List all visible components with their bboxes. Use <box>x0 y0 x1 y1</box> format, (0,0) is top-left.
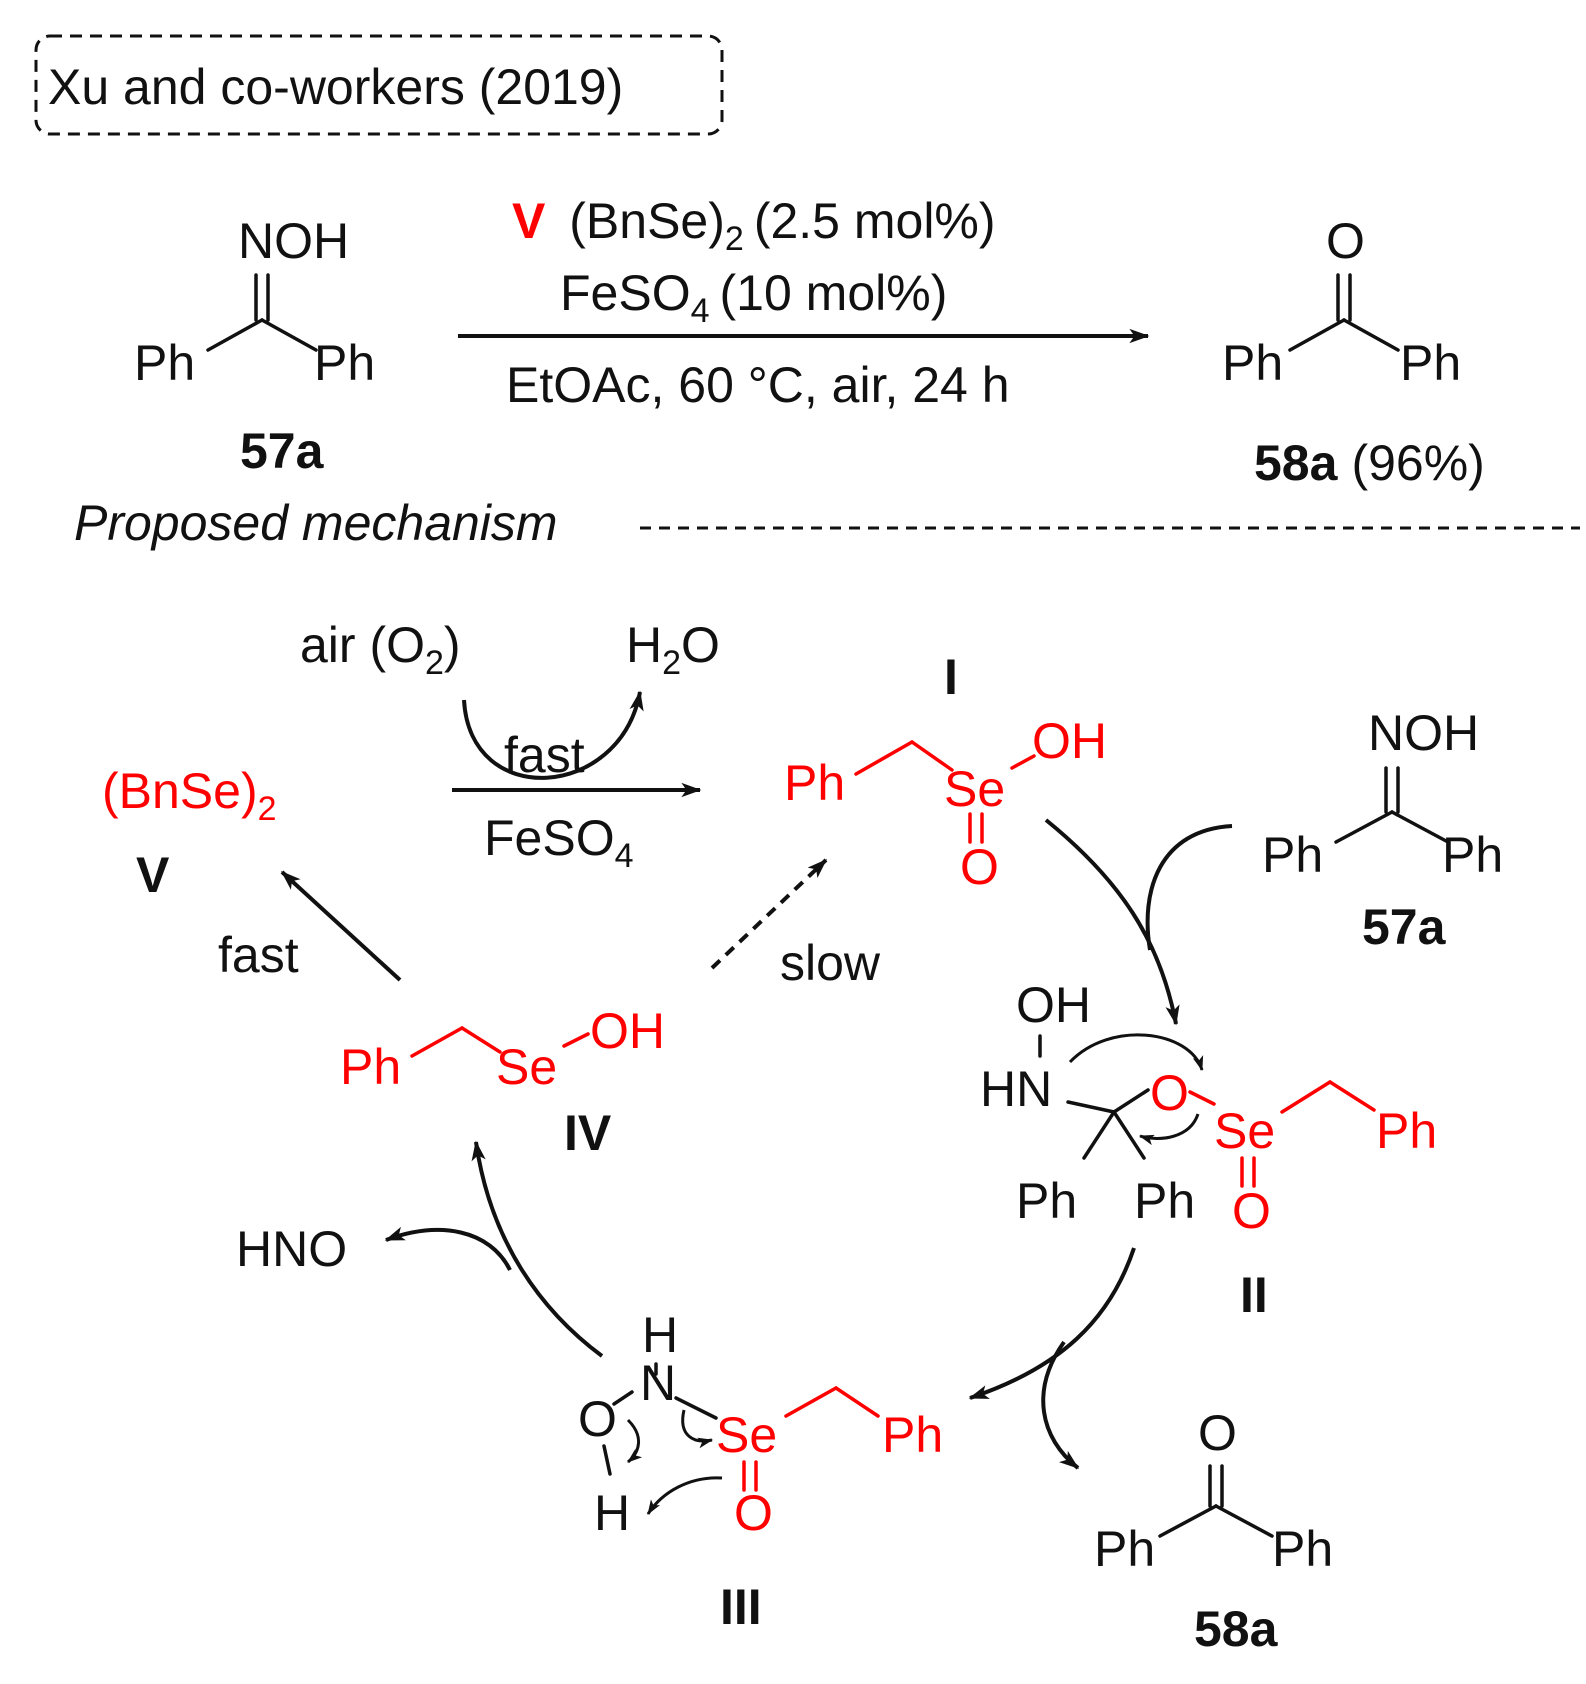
species-ii-label: II <box>1240 1267 1268 1323</box>
label-slow: slow <box>780 935 881 991</box>
species-v-formula: (BnSe)2 <box>102 763 277 828</box>
water-product: H2O <box>626 617 720 682</box>
species-v-label: V <box>136 847 170 903</box>
svg-text:NOH: NOH <box>1368 705 1479 761</box>
svg-text:O: O <box>1232 1183 1271 1239</box>
label-fast-top: fast <box>504 727 585 783</box>
push-arrow-o-h <box>626 1418 643 1464</box>
svg-text:OH: OH <box>1032 713 1107 769</box>
regeneration-arrow <box>280 870 402 982</box>
svg-text:O: O <box>1326 213 1365 269</box>
svg-text:O: O <box>1150 1065 1189 1121</box>
svg-text:Se: Se <box>716 1407 777 1463</box>
electron-push-arrow-o <box>1138 1113 1200 1146</box>
svg-text:I: I <box>944 649 958 705</box>
push-arrow-so-h <box>646 1476 723 1515</box>
svg-text:H: H <box>642 1307 678 1363</box>
species-i: I Ph Se OH O <box>784 649 1107 895</box>
species-iv: Ph Se OH IV <box>340 1003 665 1161</box>
species-iii: H N O H Se Ph O III <box>578 1307 943 1635</box>
svg-text:Ph: Ph <box>1442 827 1503 883</box>
arrow-release-58a <box>1041 1340 1080 1470</box>
svg-text:H: H <box>594 1485 630 1541</box>
yield-58a: (96%) <box>1351 435 1484 491</box>
svg-text:Ph: Ph <box>134 335 195 391</box>
svg-text:Ph: Ph <box>1376 1103 1437 1159</box>
product-58a: O Ph Ph 58a(96%) <box>1222 213 1485 491</box>
species-iii-label: III <box>720 1579 762 1635</box>
svg-text:Ph: Ph <box>314 335 375 391</box>
species-iv-label: IV <box>564 1105 612 1161</box>
svg-text:Ph: Ph <box>1016 1173 1077 1229</box>
slow-dashed-arrow <box>710 858 828 970</box>
push-arrow-n-se <box>681 1409 714 1449</box>
svg-text:Ph: Ph <box>340 1039 401 1095</box>
label-57a-cycle: 57a <box>1362 899 1447 955</box>
svg-text:Ph: Ph <box>882 1407 943 1463</box>
svg-text:Ph: Ph <box>1262 827 1323 883</box>
header-title: Xu and co-workers (2019) <box>48 59 623 115</box>
svg-text:Ph: Ph <box>1094 1521 1155 1577</box>
header-box <box>34 34 724 136</box>
label-57a: 57a <box>240 423 325 479</box>
svg-text:HN: HN <box>980 1061 1052 1117</box>
svg-text:Ph: Ph <box>1222 335 1283 391</box>
svg-text:Se: Se <box>1214 1103 1275 1159</box>
species-ii: OH HN Ph Ph O Se Ph O II <box>980 977 1437 1323</box>
arrow-ii-to-iii <box>968 1247 1136 1400</box>
electron-push-arrow-n <box>1068 1033 1204 1072</box>
svg-text:N: N <box>640 1355 676 1411</box>
oxidant-air: air (O2) <box>300 617 461 682</box>
svg-text:Ph: Ph <box>784 755 845 811</box>
arrow-hno-release <box>384 1226 512 1271</box>
svg-text:O: O <box>960 839 999 895</box>
svg-text:Se: Se <box>496 1039 557 1095</box>
oxidation-curved-arrow <box>462 690 644 780</box>
feso4-label: FeSO4 <box>484 810 634 875</box>
svg-text:O: O <box>1198 1405 1237 1461</box>
label-58a-cycle: 58a <box>1194 1601 1279 1657</box>
svg-text:OH: OH <box>590 1003 665 1059</box>
svg-text:Ph: Ph <box>1400 335 1461 391</box>
svg-text:Ph: Ph <box>1134 1173 1195 1229</box>
additive-line: FeSO4(10 mol%) <box>560 265 947 330</box>
product-58a-cycle: O Ph Ph 58a <box>1094 1405 1333 1657</box>
conditions-line: EtOAc, 60 °C, air, 24 h <box>506 357 1010 413</box>
svg-text:O: O <box>734 1485 773 1541</box>
svg-text:Ph: Ph <box>1272 1521 1333 1577</box>
arrow-iii-to-iv <box>471 1140 604 1358</box>
reactant-57a-cycle: NOH Ph Ph 57a <box>1262 705 1503 955</box>
svg-text:58a(96%): 58a(96%) <box>1254 435 1485 491</box>
svg-text:Se: Se <box>944 761 1005 817</box>
label-fast-left: fast <box>218 927 299 983</box>
svg-text:O: O <box>578 1391 617 1447</box>
label-58a: 58a <box>1254 435 1339 491</box>
mechanism-heading: Proposed mechanism <box>74 495 558 551</box>
svg-text:OH: OH <box>1016 977 1091 1033</box>
reactant-57a: NOH Ph Ph 57a <box>134 213 375 479</box>
svg-text:NOH: NOH <box>238 213 349 269</box>
hno-label: HNO <box>236 1221 347 1277</box>
arrow-i-to-ii <box>1044 818 1180 1026</box>
arrow-57a-in <box>1145 824 1233 951</box>
catalyst-line: V (BnSe)2(2.5 mol%) <box>512 193 996 258</box>
